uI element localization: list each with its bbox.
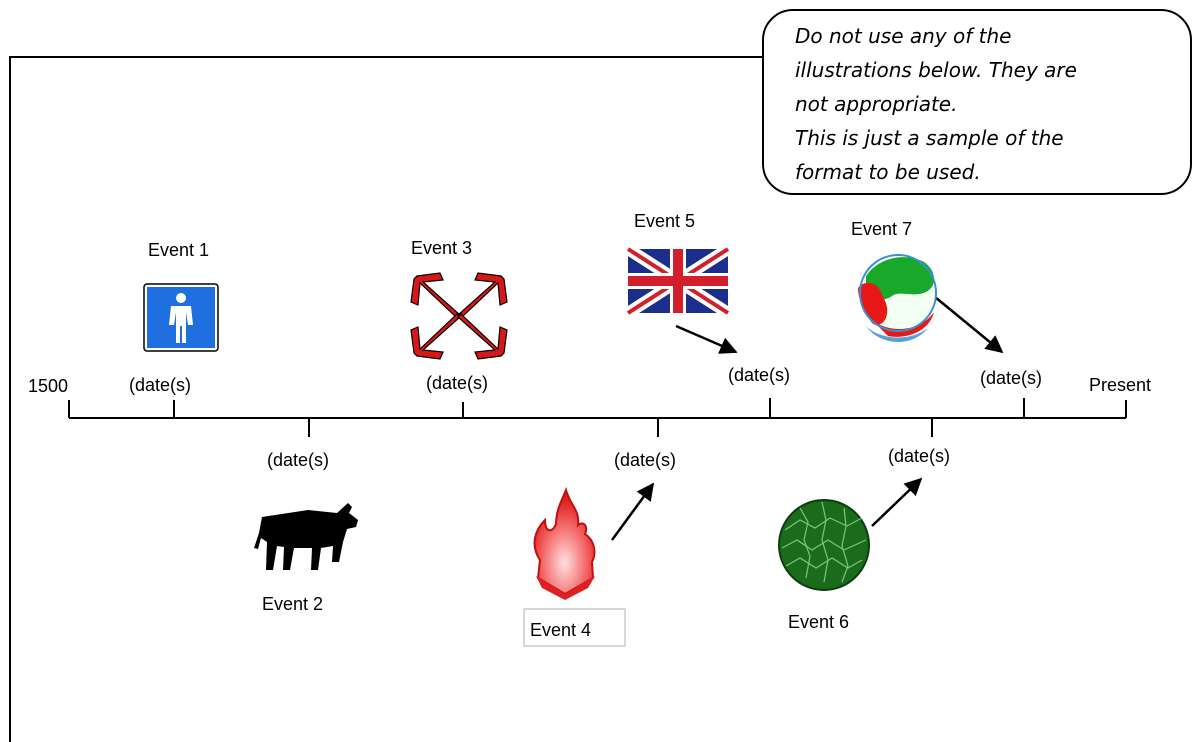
expand-arrows-icon xyxy=(410,272,508,360)
event-2-label: Event 2 xyxy=(262,594,323,614)
union-jack-flag-icon xyxy=(624,243,732,319)
timeline-end-label: Present xyxy=(1089,375,1151,395)
page-frame xyxy=(9,56,763,742)
cow-icon xyxy=(254,503,358,570)
globe-icon xyxy=(858,254,937,343)
event-5-label: Event 5 xyxy=(634,211,695,231)
event-6-pointer-arrow xyxy=(871,477,923,527)
callout-line-1: Do not use any of the xyxy=(795,24,1011,48)
callout-line-4: This is just a sample of the xyxy=(795,126,1064,150)
event-3-label: Event 3 xyxy=(411,238,472,258)
event-4-label: Event 4 xyxy=(530,620,591,640)
tree-icon xyxy=(778,499,870,591)
event-6-label: Event 6 xyxy=(788,612,849,632)
event-4-pointer-arrow xyxy=(610,482,655,541)
event-1-date: (date(s) xyxy=(129,375,191,395)
callout-line-2: illustrations below. They are xyxy=(795,58,1077,82)
event-7-label: Event 7 xyxy=(851,219,912,239)
event-7-pointer-arrow xyxy=(934,296,1004,354)
callout-line-5: format to be used. xyxy=(795,160,981,184)
event-6-date: (date(s) xyxy=(888,446,950,466)
event-7-date: (date(s) xyxy=(980,368,1042,388)
event-4-label-box xyxy=(523,608,626,647)
callout-line-3: not appropriate. xyxy=(795,92,957,116)
fire-icon xyxy=(533,486,596,600)
instruction-callout: Do not use any of the illustrations belo… xyxy=(762,9,1192,195)
timeline-start-label: 1500 xyxy=(28,376,68,396)
event-3-date: (date(s) xyxy=(426,373,488,393)
event-2-date: (date(s) xyxy=(267,450,329,470)
timeline-axis xyxy=(68,398,1127,437)
event-5-pointer-arrow xyxy=(675,324,738,354)
event-4-date: (date(s) xyxy=(614,450,676,470)
event-1-label: Event 1 xyxy=(148,240,209,260)
event-5-date: (date(s) xyxy=(728,365,790,385)
pedestrian-sign-icon xyxy=(143,283,219,352)
